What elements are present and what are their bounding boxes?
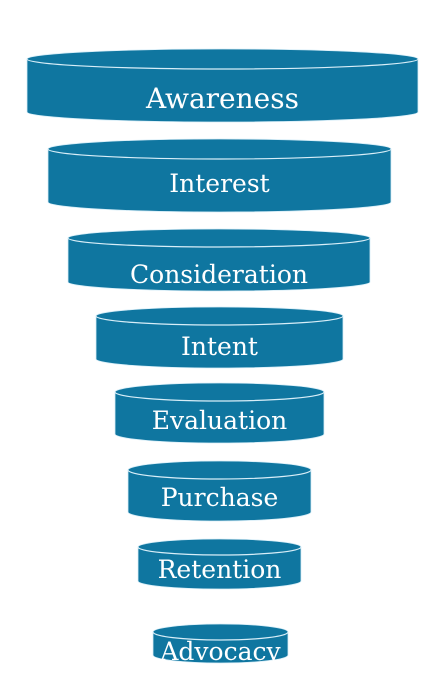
stage-top-rim xyxy=(95,315,344,326)
stage-top-rim xyxy=(114,391,325,402)
stage-top-rim xyxy=(152,631,289,641)
funnel-stage-awareness: Awareness xyxy=(26,48,419,123)
stage-outline xyxy=(47,138,392,213)
stage-top-rim xyxy=(47,148,392,160)
funnel-stage-advocacy: Advocacy xyxy=(152,623,289,666)
stage-label: Retention xyxy=(158,555,282,584)
funnel-stage-retention: Retention xyxy=(137,538,302,590)
stage-body xyxy=(115,383,324,443)
stage-outline xyxy=(26,48,419,123)
stage-label: Awareness xyxy=(145,82,299,115)
stage-label: Consideration xyxy=(130,260,308,289)
funnel-stage-interest: Interest xyxy=(47,138,392,213)
stage-body xyxy=(138,539,301,589)
stage-label: Evaluation xyxy=(152,406,287,435)
stage-outline xyxy=(152,623,289,664)
funnel-stage-purchase: Purchase xyxy=(127,460,312,522)
stage-outline xyxy=(114,382,325,444)
stage-outline xyxy=(95,306,344,369)
stage-top-rim xyxy=(67,237,371,248)
stage-label: Purchase xyxy=(161,483,279,512)
stage-label: Intent xyxy=(181,332,258,361)
stage-outline xyxy=(127,460,312,522)
stage-body xyxy=(96,307,343,368)
funnel-stage-consideration: Consideration xyxy=(67,228,371,292)
stage-outline xyxy=(67,228,371,292)
funnel-stage-evaluation: Evaluation xyxy=(114,382,325,444)
stage-top-rim xyxy=(127,469,312,480)
stage-label: Advocacy xyxy=(159,637,281,666)
stage-top-rim xyxy=(26,58,419,70)
stage-body xyxy=(128,461,311,521)
stage-outline xyxy=(137,538,302,590)
stage-label: Interest xyxy=(169,169,269,198)
stage-body xyxy=(68,229,370,291)
stage-top-rim xyxy=(137,546,302,556)
funnel-stage-intent: Intent xyxy=(95,306,344,369)
stage-body xyxy=(153,624,288,663)
